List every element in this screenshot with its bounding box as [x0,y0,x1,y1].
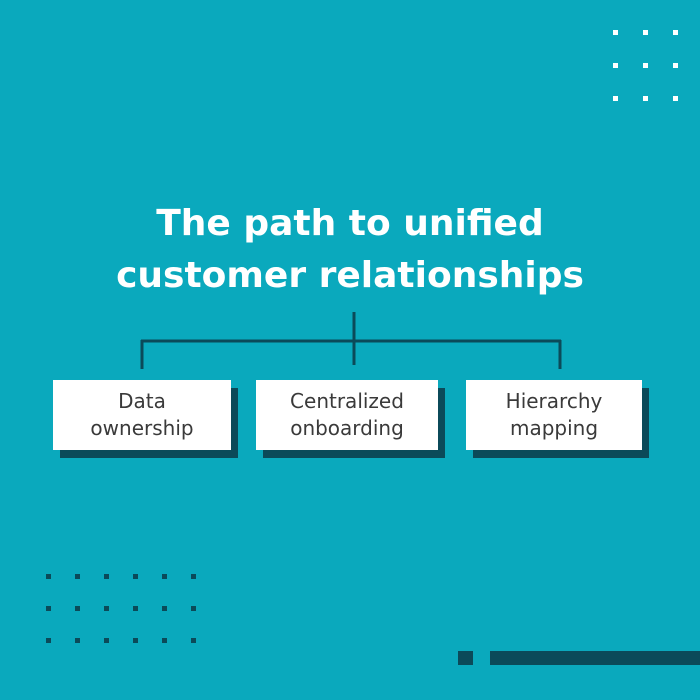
title-line-2: customer relationships [116,255,584,296]
decor-dot [104,574,109,579]
decor-dot [673,96,678,101]
box-label-line-1: Centralized [290,389,404,413]
decor-dot [75,606,80,611]
decor-dot [673,63,678,68]
decor-dot [643,63,648,68]
decor-dot [613,30,618,35]
box-label-line-1: Hierarchy [505,389,603,413]
decor-dot [104,606,109,611]
decor-dot [191,638,196,643]
box-label-line-2: mapping [509,416,599,440]
decor-dot [673,30,678,35]
decor-dot [162,638,167,643]
box-label-line-2: onboarding [290,416,404,440]
decor-dot [643,30,648,35]
decor-dot [75,638,80,643]
decor-square [458,651,473,665]
decor-dot [75,574,80,579]
box-data-ownership: Data ownership [53,380,231,450]
decor-dot [104,638,109,643]
decor-dot [133,638,138,643]
decor-dot [162,574,167,579]
decor-dot [613,96,618,101]
decor-dot [46,574,51,579]
box-label-line-1: Data [118,389,166,413]
decor-dot [133,606,138,611]
box-hierarchy-mapping: Hierarchy mapping [466,380,642,450]
diagram-title: The path to unified customer relationshi… [0,198,700,302]
decor-dot [46,638,51,643]
decor-bar [490,651,700,665]
decor-dot [643,96,648,101]
box-centralized-onboarding: Centralized onboarding [256,380,438,450]
title-line-1: The path to unified [156,203,544,244]
decor-dot [613,63,618,68]
decor-dot [191,574,196,579]
decor-dot [46,606,51,611]
box-label-line-2: ownership [90,416,194,440]
decor-dot [133,574,138,579]
decor-dot [191,606,196,611]
decor-dot [162,606,167,611]
